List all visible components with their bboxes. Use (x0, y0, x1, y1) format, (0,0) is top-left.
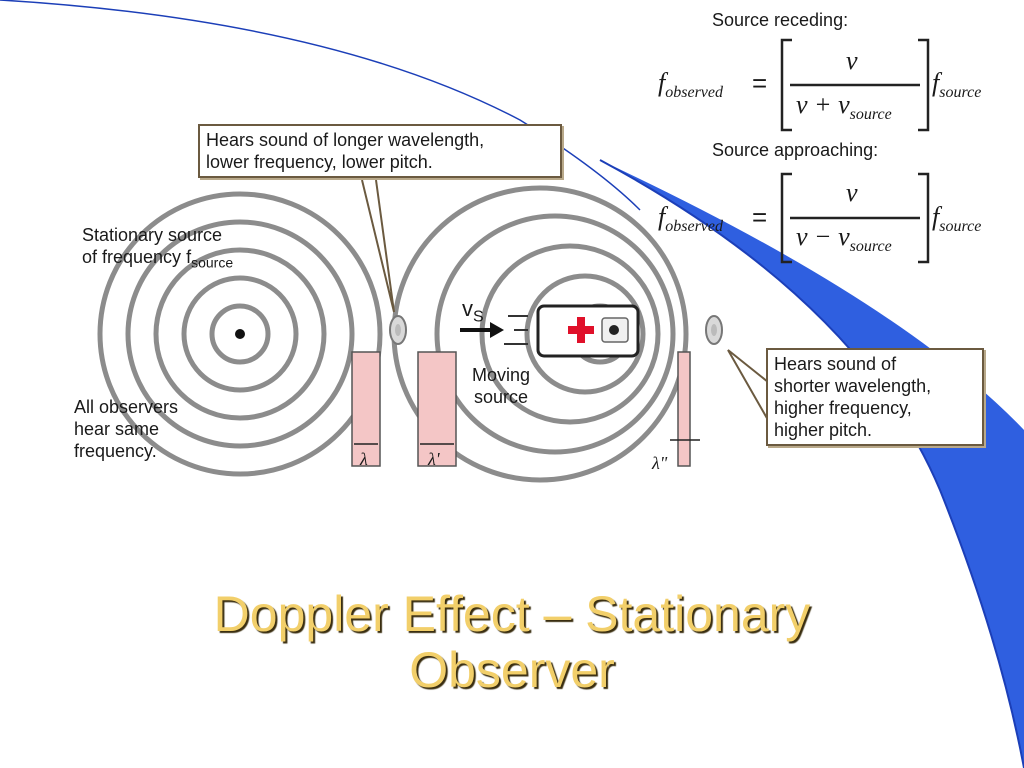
slide-title-line2: Observer (409, 642, 615, 698)
velocity-sub: S (473, 308, 484, 326)
approaching-equation-graphics (780, 172, 930, 264)
approaching-denominator: v − vsource (796, 224, 892, 258)
receding-f-source: fsource (932, 70, 982, 104)
source-subscript: source (939, 218, 982, 236)
all-observers-label: All observers hear same frequency. (74, 397, 179, 461)
observer-ear-icon (705, 315, 723, 345)
f-symbol: f (932, 202, 940, 231)
observed-subscript: observed (665, 84, 723, 102)
approaching-numerator: v (846, 178, 858, 207)
approaching-denominator-text: v − v (796, 222, 850, 251)
stationary-source-dot (235, 329, 245, 339)
motion-lines (504, 315, 528, 345)
receding-denominator-text: v + v (796, 90, 850, 119)
receding-heading: Source receding: (712, 10, 849, 30)
receding-numerator: v (846, 46, 858, 75)
thin-blue-arc (0, 0, 641, 211)
lambda-strip-1 (351, 351, 381, 467)
approaching-equals: = (752, 202, 768, 232)
approaching-f-source: fsource (932, 204, 982, 238)
stationary-source-label: Stationary source of frequency fsource (82, 224, 233, 274)
f-symbol: f (658, 68, 666, 97)
observer-ear-icon (389, 315, 407, 345)
f-symbol: f (932, 68, 940, 97)
lambda-label-2: λ' (428, 449, 440, 469)
stationary-source-sub: source (191, 254, 234, 271)
blue-swoosh-edge (599, 159, 1024, 768)
velocity-v: v (462, 296, 473, 321)
velocity-arrow-icon (460, 322, 504, 338)
callout-pointer-right (727, 349, 769, 421)
callout-pointer-top (361, 179, 395, 313)
approaching-heading: Source approaching: (712, 140, 879, 160)
velocity-label: vS (462, 298, 484, 328)
slide-title-line1: Doppler Effect – Stationary (213, 586, 811, 642)
lambda-label-3: λ" (652, 453, 668, 473)
receding-f-observed: fobserved (658, 70, 723, 104)
stationary-wavefronts (97, 191, 383, 477)
lambda-strip-3 (677, 351, 691, 467)
source-subscript: source (939, 84, 982, 102)
source-subscript: source (849, 238, 892, 256)
source-subscript: source (849, 106, 892, 124)
observed-subscript: observed (665, 218, 723, 236)
approaching-f-observed: fobserved (658, 204, 723, 238)
receding-equals: = (752, 68, 768, 98)
callout-longer-wavelength: Hears sound of longer wavelength, lower … (198, 124, 562, 178)
ambulance-icon (536, 304, 640, 358)
stationary-source-line1: Stationary source (82, 225, 223, 245)
receding-denominator: v + vsource (796, 92, 892, 126)
lambda-label-1: λ (360, 449, 368, 469)
lambda-arrows (354, 439, 700, 445)
stationary-source-line2: of frequency f (82, 247, 192, 267)
moving-source-label: Moving source (472, 365, 531, 407)
f-symbol: f (658, 202, 666, 231)
lambda-strip-2 (417, 351, 457, 467)
blue-swoosh (600, 160, 1024, 768)
receding-equation-graphics (780, 38, 930, 132)
slide-title: Doppler Effect – Stationary Observer (0, 586, 1024, 698)
callout-shorter-wavelength: Hears sound of shorter wavelength, highe… (766, 348, 984, 446)
